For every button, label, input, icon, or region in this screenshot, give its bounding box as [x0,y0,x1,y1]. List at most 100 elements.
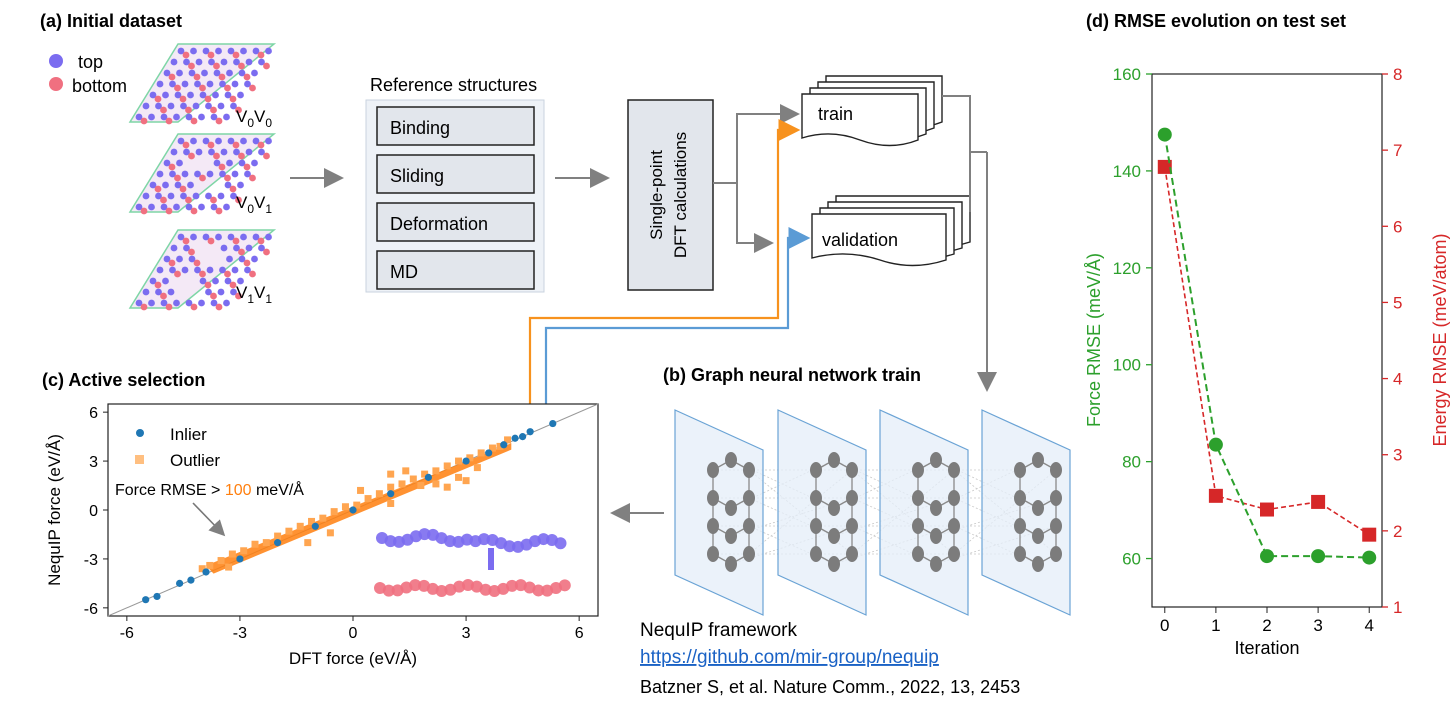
top-atom [223,203,230,211]
panel-d-title: (d) RMSE evolution on test set [1086,11,1346,31]
graph-node [846,518,858,534]
bottom-atom [229,281,237,289]
top-atom [185,299,193,307]
bottom-atom [140,207,148,215]
bottom-atom [218,163,226,171]
energy-point [1208,488,1223,503]
outlier-point [387,483,395,491]
outlier-point [262,539,270,547]
rmse-ylabel-left: Force RMSE (meV/Å) [1084,253,1104,427]
top-atom [160,113,168,121]
top-atom [170,148,178,156]
reference-item-deformation: Deformation [376,202,535,242]
force-point [1311,549,1326,564]
outlier-point [274,532,282,540]
structure-label-v1v1: V1V1 [236,283,272,306]
top-atom [190,47,197,55]
graph-node [707,518,719,534]
bottom-atom [229,95,237,103]
top-atom [192,192,200,200]
top-atom [215,47,222,55]
graph-node [1050,546,1062,562]
reference-item-label: Binding [390,118,450,138]
bottom-atom [168,259,176,267]
top-atom [160,299,168,307]
lattice-cell [128,43,277,123]
bottom-atom [224,84,231,92]
bottom-atom [235,292,242,300]
top-atom [215,137,222,145]
top-atom [198,203,205,211]
bottom-atom [263,248,270,256]
bottom-atom [160,196,167,204]
top-atom [176,69,183,77]
top-atom [245,58,253,66]
outlier-point [421,470,429,478]
graph-node [846,546,858,562]
energy-point [1362,527,1377,542]
legend-inlier-marker [136,429,144,437]
top-atom [238,255,246,263]
outlier-point [240,547,248,555]
graph-node [912,462,924,478]
gnn-layer-plane [981,409,1071,616]
outlier-point [455,457,463,465]
bottom-atom [179,95,187,103]
bottom-layer-atom [532,584,545,597]
x-tick-label: 2 [1262,616,1271,635]
left-tick-label: 140 [1113,162,1141,181]
bottom-atom [257,237,265,245]
inlier-point [349,506,357,514]
bottom-atom [165,117,173,125]
bottom-atom [232,51,240,59]
top-atom [194,266,201,274]
top-atom [148,113,155,121]
top-atom [252,233,260,241]
top-atom [237,181,244,189]
nequip-link[interactable]: https://github.com/mir-group/nequip [640,647,939,668]
outlier-point [443,483,451,491]
top-atom [135,299,143,307]
outlier-point [326,529,334,537]
top-atom [163,159,171,167]
bottom-atom [199,84,206,92]
top-atom [265,233,272,241]
top-atom [224,181,232,189]
bottom-atom [243,163,251,171]
top-atom [251,159,258,167]
bottom-layer-atom [435,584,448,597]
top-atom [224,91,232,99]
graph-node [1032,528,1044,544]
outlier-point [198,565,206,573]
top-atom [185,203,193,211]
bottom-atom [160,292,167,300]
outlier-point [462,477,470,485]
top-atom [219,80,226,88]
top-atom [258,58,265,66]
graph-node [930,500,942,516]
graph-node [912,518,924,534]
inlier-point [387,490,395,498]
arrow-inlier-to-validation [544,227,811,405]
bottom-atom [215,117,223,125]
top-atom [219,170,226,178]
bottom-atom [193,259,201,267]
outlier-point [488,444,496,452]
bottom-atom [249,270,256,278]
inlier-point [153,592,161,601]
force-line [1163,134,1370,559]
top-atom [202,137,210,145]
bottom-atom [199,174,206,182]
top-atom [148,203,155,211]
x-tick-label: 4 [1364,616,1373,635]
structure-label-v0v0: V0V0 [236,107,272,130]
top-atom [194,80,201,88]
bottom-atom [168,73,176,81]
legend-outlier-label: Outlier [170,451,220,470]
outlier-point [387,470,395,478]
lattice-cell [128,133,277,213]
top-atom [174,91,182,99]
